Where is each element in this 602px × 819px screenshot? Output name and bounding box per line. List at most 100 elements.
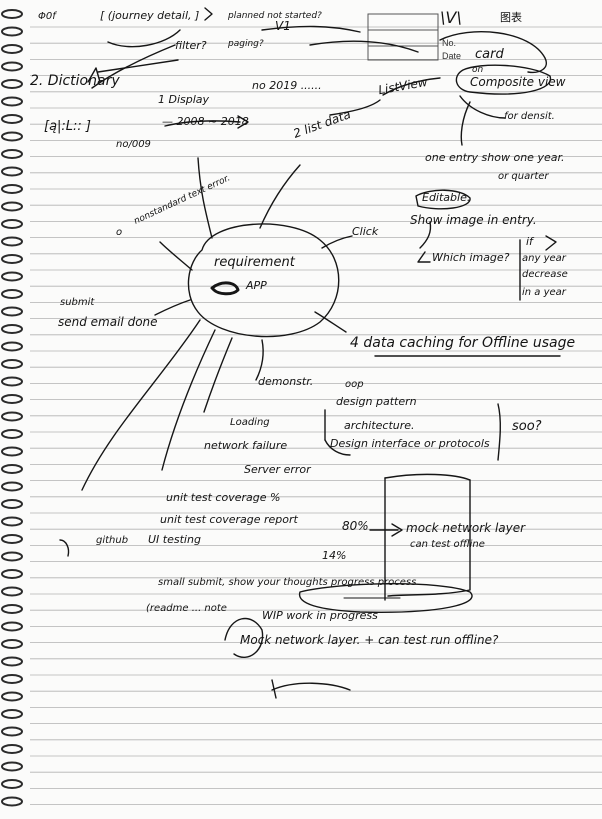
note-paging: paging? [228,39,264,49]
spiral-ring [1,166,23,177]
note-display: 1 Display [158,93,210,106]
spiral-ring [1,551,23,562]
spiral-ring [1,9,23,19]
spiral-ring [1,464,23,474]
note-loading: Loading [230,417,270,428]
note-which-image: Which image? [432,251,510,264]
spiral-ring [1,44,23,54]
spiral-ring [1,604,23,614]
top-left-mark: Φ0f [38,11,56,22]
spiral-ring [1,359,23,369]
printed-date-label: Date [442,51,462,61]
note-editable: Editable. [422,191,471,204]
spiral-ring [1,516,23,527]
printed-no-label: No. [442,38,457,48]
spiral-ring [1,656,23,667]
spiral-ring [1,499,23,509]
spiral-ring [1,411,23,422]
note-architecture: architecture. [344,419,415,432]
note-show-image: Show image in entry. [410,213,537,227]
spiral-ring [1,376,23,387]
note-eighty: 80% [342,519,369,533]
note-small-submit: small submit, show your thoughts progres… [158,577,417,588]
spiral-ring [1,26,23,37]
note-planned-not-started: planned not started? [228,11,322,21]
note-composite-view: Composite view [470,75,566,89]
spiral-ring [1,131,23,142]
note-v1: V1 [275,19,291,33]
note-data-caching: 4 data caching for Offline usage [350,335,576,351]
note-in-year: in a year [522,287,566,298]
spiral-ring [1,341,23,352]
spiral-ring [1,219,23,229]
spiral-ring [1,481,23,492]
spiral-ring [1,446,23,457]
spiral-ring [1,726,23,737]
bubble-requirement: requirement [214,255,295,270]
spiral-ring [1,569,23,579]
note-readme: (readme ... note [146,603,227,614]
note-chinese-chart: 图表 [500,11,522,24]
spiral-ring [1,744,23,754]
spiral-ring [1,586,23,597]
note-no-2009: no/009 [116,139,151,150]
requirement-bubble [187,223,340,338]
spiral-ring [1,271,23,282]
note-design-interface: Design interface or protocols [330,437,490,450]
spiral-ring [1,306,23,317]
note-v-mark: \V\ [440,8,462,27]
spiral-ring [1,429,23,439]
spiral-ring [1,114,23,124]
note-submit: submit [60,297,95,308]
note-unit-test-report: unit test coverage report [160,513,298,526]
spiral-ring [1,149,23,159]
spiral-ring [1,254,23,264]
note-mock-network-2: Mock network layer. + can test run offli… [240,633,499,647]
spiral-ring [1,61,23,72]
note-design-pattern: design pattern [336,395,417,408]
note-send-email: send email done [58,315,158,329]
note-brackets: [ą|:L:: ] [44,119,92,134]
spiral-ring [1,639,23,649]
note-card: card [475,47,504,62]
note-filter: filter? [175,39,207,52]
note-mock-network: mock network layer [406,521,526,535]
spiral-ring [1,621,23,632]
note-server-error: Server error [244,463,311,476]
note-unit-test-coverage: unit test coverage % [166,491,281,504]
spiral-ring [1,709,23,719]
note-journey-detail: [ (journey detail, ] [100,9,200,22]
note-github: github [96,535,129,546]
spiral-ring [1,779,23,789]
note-per-quarter: or quarter [498,171,549,182]
spiral-ring [1,96,23,107]
spiral-ring [1,236,23,247]
spiral-ring [1,79,23,89]
spiral-ring [1,201,23,212]
spiral-ring [1,534,23,544]
bubble-app: APP [246,279,267,292]
note-dictionary: 2. Dictionary [30,73,120,89]
note-can-test-offline: can test offline [410,539,485,550]
note-network-failure: network failure [204,439,288,452]
note-oop: oop [345,379,364,390]
note-decrease: decrease [522,269,568,280]
spiral-binding [1,9,23,807]
spiral-ring [1,394,23,404]
note-years-b: — 2008 ~ 2018 [162,115,249,128]
note-one-entry: one entry show one year. [425,151,565,164]
note-fourteen: 14% [322,549,347,562]
spiral-ring [1,324,23,334]
note-years-a: no 2019 ...... [252,79,322,92]
note-if: if [526,235,533,248]
note-click: Click [352,225,379,238]
spiral-ring [1,289,23,299]
note-wip: WIP work in progress [262,609,378,622]
note-circle-zero: o [116,227,123,238]
spiral-ring [1,674,23,684]
spiral-ring [1,761,23,772]
spiral-ring [1,691,23,702]
